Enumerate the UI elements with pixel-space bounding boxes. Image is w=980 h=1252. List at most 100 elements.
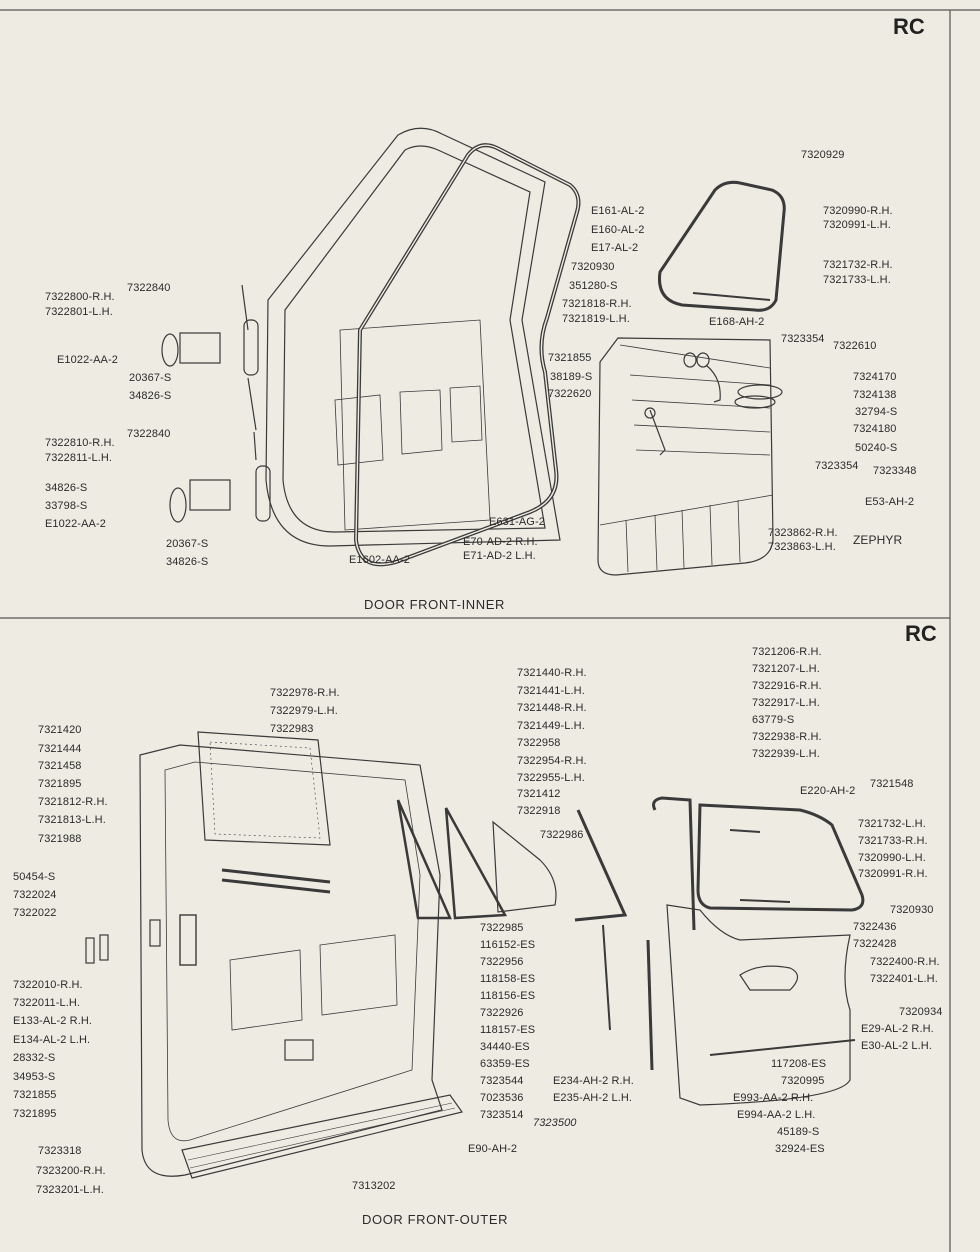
part-label-7321733-r-h: 7321733-R.H. <box>858 835 928 847</box>
part-label-7321895: 7321895 <box>38 778 82 790</box>
part-label-7323514: 7323514 <box>480 1109 524 1121</box>
part-label-351280-s: 351280-S <box>569 280 618 292</box>
part-label-7320991-l-h: 7320991-L.H. <box>823 219 891 231</box>
part-label-116152-es: 116152-ES <box>480 939 536 951</box>
part-label-7323544: 7323544 <box>480 1075 524 1087</box>
part-label-7322840: 7322840 <box>127 428 171 440</box>
part-label-32924-es: 32924-ES <box>775 1143 825 1155</box>
part-label-7322926: 7322926 <box>480 1007 524 1019</box>
part-label-7322983: 7322983 <box>270 723 314 735</box>
part-label-7322840: 7322840 <box>127 282 171 294</box>
door-inner-drawing <box>265 127 561 547</box>
part-label-7320930: 7320930 <box>571 261 615 273</box>
part-label-50240-s: 50240-S <box>855 442 898 454</box>
part-label-e17-al-2: E17-AL-2 <box>591 242 639 254</box>
part-label-e161-al-2: E161-AL-2 <box>591 205 645 217</box>
part-label-e30-al-2-l-h: E30-AL-2 L.H. <box>861 1040 933 1052</box>
part-label-7313202: 7313202 <box>352 1180 396 1192</box>
part-label-7322956: 7322956 <box>480 956 524 968</box>
part-label-7321895: 7321895 <box>13 1108 57 1120</box>
part-label-7322916-r-h: 7322916-R.H. <box>752 680 822 692</box>
part-label-7321449-l-h: 7321449-L.H. <box>517 720 585 732</box>
part-label-7320991-r-h: 7320991-R.H. <box>858 868 928 880</box>
part-label-7323354: 7323354 <box>781 333 825 345</box>
door-outer-drawing <box>85 744 443 1177</box>
part-label-7323500: 7323500 <box>533 1117 577 1129</box>
part-label-20367-s: 20367-S <box>166 538 209 550</box>
part-label-7324170: 7324170 <box>853 371 897 383</box>
part-label-7322010-r-h: 7322010-R.H. <box>13 979 83 991</box>
part-label-e993-aa-2-r-h: E993-AA-2 R.H. <box>733 1092 814 1104</box>
part-label-7321458: 7321458 <box>38 760 82 772</box>
part-label-20367-s: 20367-S <box>129 372 172 384</box>
part-label-7321988: 7321988 <box>38 833 82 845</box>
part-label-e1602-aa-2: E1602-AA-2 <box>349 554 410 566</box>
part-label-7321733-l-h: 7321733-L.H. <box>823 274 891 286</box>
part-label-7320990-l-h: 7320990-L.H. <box>858 852 926 864</box>
part-label-7323318: 7323318 <box>38 1145 82 1157</box>
part-label-7322955-l-h: 7322955-L.H. <box>517 772 585 784</box>
part-label-7321444: 7321444 <box>38 743 82 755</box>
part-label-7322401-l-h: 7322401-L.H. <box>870 973 938 985</box>
upper-hinge-drawing <box>161 284 259 431</box>
part-label-7321855: 7321855 <box>548 352 592 364</box>
part-label-7321206-r-h: 7321206-R.H. <box>752 646 822 658</box>
part-label-7323354: 7323354 <box>815 460 859 472</box>
part-label-7322610: 7322610 <box>833 340 877 352</box>
part-label-33798-s: 33798-S <box>45 500 88 512</box>
section-code-bottom: RC <box>905 621 937 646</box>
rear-panel-drawing <box>666 904 856 1106</box>
part-label-7321855: 7321855 <box>13 1089 57 1101</box>
part-label-7322954-r-h: 7322954-R.H. <box>517 755 587 767</box>
part-label-7321448-r-h: 7321448-R.H. <box>517 702 587 714</box>
part-label-7322436: 7322436 <box>853 921 897 933</box>
lower-hinge-drawing <box>169 431 271 523</box>
caption-door-front-inner: DOOR FRONT-INNER <box>364 597 506 612</box>
part-label-7321207-l-h: 7321207-L.H. <box>752 663 820 675</box>
part-label-118157-es: 118157-ES <box>480 1024 536 1036</box>
door-sill-drawing <box>181 1039 463 1179</box>
part-label-e220-ah-2: E220-AH-2 <box>800 785 856 797</box>
part-label-34826-s: 34826-S <box>129 390 172 402</box>
part-label-7023536: 7023536 <box>480 1092 524 1104</box>
part-label-7322800-r-h: 7322800-R.H. <box>45 291 115 303</box>
part-label-7323863-l-h: 7323863-L.H. <box>768 541 836 553</box>
part-label-7322024: 7322024 <box>13 889 57 901</box>
part-label-7320995: 7320995 <box>781 1075 825 1087</box>
part-label-7322979-l-h: 7322979-L.H. <box>270 705 338 717</box>
page-frame <box>0 9 980 1252</box>
part-label-e90-ah-2: E90-AH-2 <box>468 1143 518 1155</box>
part-label-e134-al-2-l-h: E134-AL-2 L.H. <box>13 1034 91 1046</box>
part-label-e1022-aa-2: E1022-AA-2 <box>45 518 106 530</box>
part-label-7322011-l-h: 7322011-L.H. <box>13 997 81 1009</box>
section-code-top: RC <box>893 14 925 39</box>
part-label-63359-es: 63359-ES <box>480 1058 530 1070</box>
part-label-zephyr: ZEPHYR <box>853 533 903 547</box>
part-label-e71-ad-2-l-h: E71-AD-2 L.H. <box>463 550 536 562</box>
part-label-7323201-l-h: 7323201-L.H. <box>36 1184 104 1196</box>
part-label-117208-es: 117208-ES <box>771 1058 827 1070</box>
part-label-34953-s: 34953-S <box>13 1071 56 1083</box>
part-label-7324138: 7324138 <box>853 389 897 401</box>
weatherstrip-drawing <box>353 143 581 567</box>
part-label-7320930: 7320930 <box>890 904 934 916</box>
part-label-7321548: 7321548 <box>870 778 914 790</box>
part-label-7322022: 7322022 <box>13 907 57 919</box>
part-label-7322810-r-h: 7322810-R.H. <box>45 437 115 449</box>
part-label-7322801-l-h: 7322801-L.H. <box>45 306 113 318</box>
part-label-50454-s: 50454-S <box>13 871 56 883</box>
caption-door-front-outer: DOOR FRONT-OUTER <box>362 1212 509 1227</box>
part-label-7320990-r-h: 7320990-R.H. <box>823 205 893 217</box>
part-label-34826-s: 34826-S <box>45 482 88 494</box>
part-label-e631-ag-2: E631-AG-2 <box>489 516 545 528</box>
part-label-7321819-l-h: 7321819-L.H. <box>562 313 630 325</box>
part-label-7323862-r-h: 7323862-R.H. <box>768 527 838 539</box>
door-glass-drawing <box>197 731 331 894</box>
part-label-7320929: 7320929 <box>801 149 845 161</box>
part-label-e29-al-2-r-h: E29-AL-2 R.H. <box>861 1023 934 1035</box>
part-label-7322400-r-h: 7322400-R.H. <box>870 956 940 968</box>
part-label-7321732-r-h: 7321732-R.H. <box>823 259 893 271</box>
part-label-28332-s: 28332-S <box>13 1052 56 1064</box>
part-label-7321441-l-h: 7321441-L.H. <box>517 685 585 697</box>
